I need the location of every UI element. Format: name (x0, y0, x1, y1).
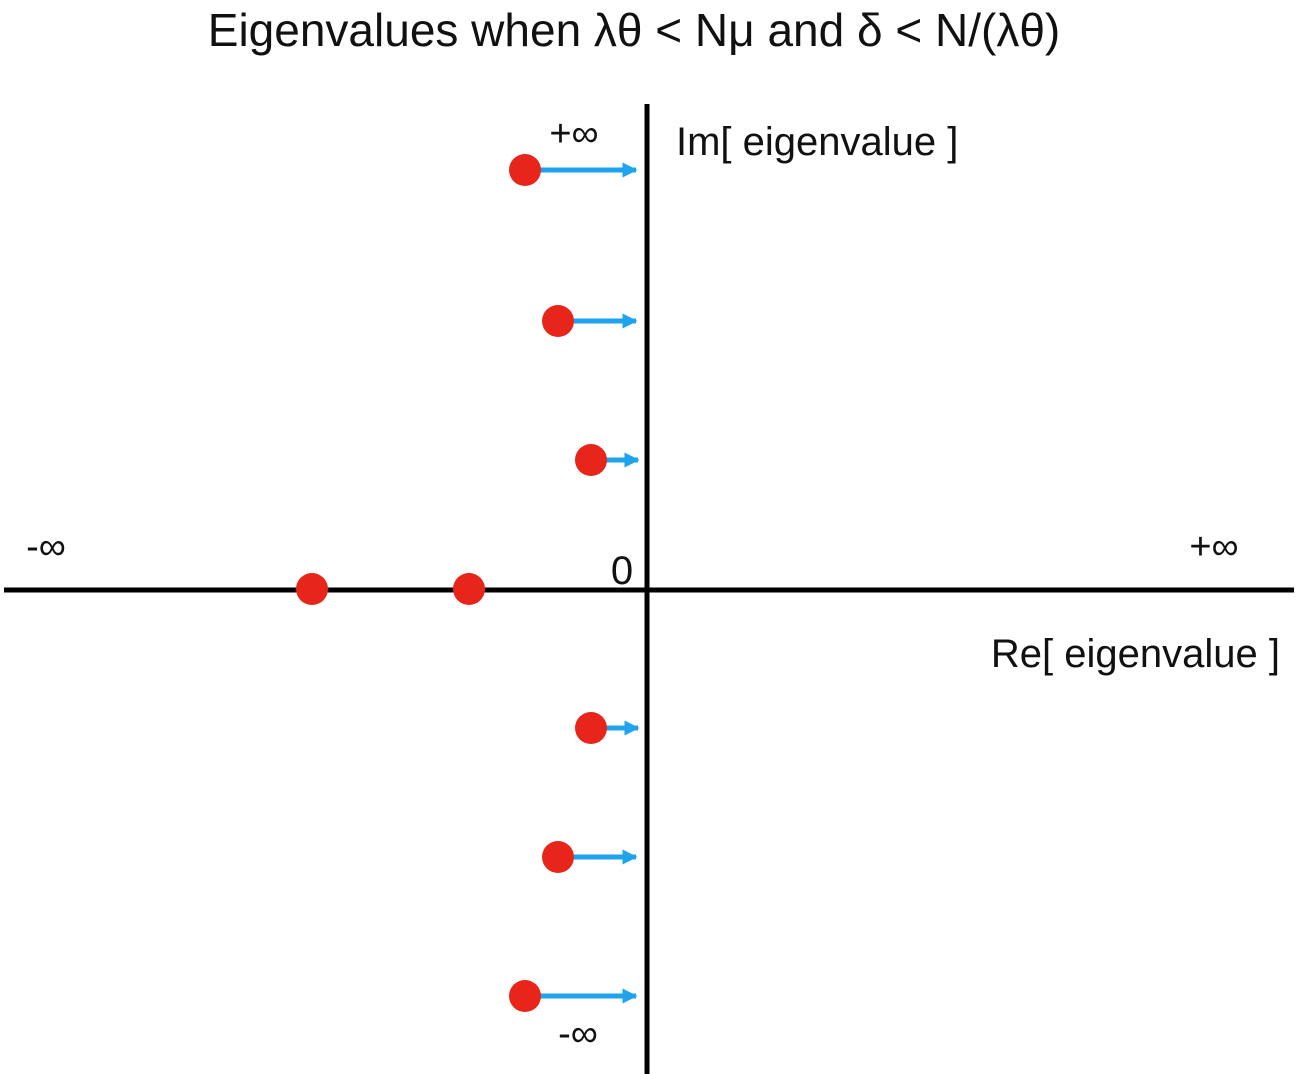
eigenvalue-point (509, 980, 541, 1012)
eigenvalue-point (575, 444, 607, 476)
diagram-title: Eigenvalues when λθ < Nμ and δ < N/(λθ) (208, 4, 1060, 56)
eigenvalue-point (542, 841, 574, 873)
real-axis-label: Re[ eigenvalue ] (991, 632, 1280, 676)
real-eigenvalue-point (453, 573, 485, 605)
im-positive-infinity-label: +∞ (549, 113, 598, 155)
real-eigenvalue-point (296, 573, 328, 605)
re-negative-infinity-label: -∞ (26, 526, 66, 568)
origin-label: 0 (611, 549, 633, 593)
re-positive-infinity-label: +∞ (1189, 526, 1238, 568)
eigenvalue-point (575, 712, 607, 744)
eigenvalue-point (509, 154, 541, 186)
im-negative-infinity-label: -∞ (558, 1013, 598, 1055)
imaginary-axis-label: Im[ eigenvalue ] (676, 120, 958, 164)
eigenvalue-point (542, 305, 574, 337)
